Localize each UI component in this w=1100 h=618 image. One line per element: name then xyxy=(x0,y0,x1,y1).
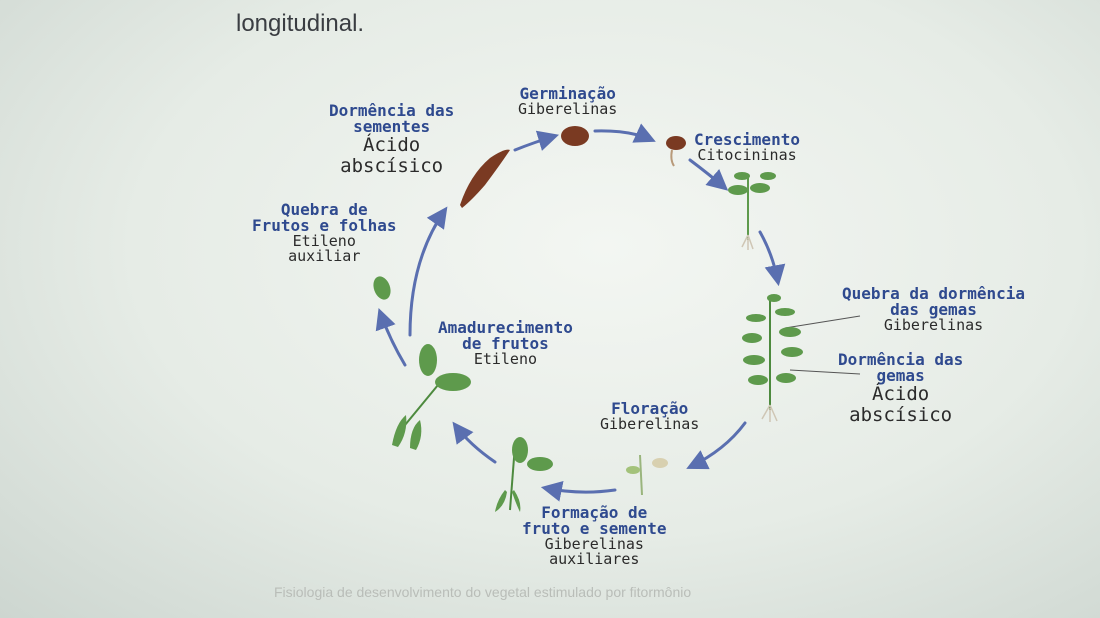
stage-dormencia-sementes-line1: Dormência das xyxy=(329,101,455,120)
stage-amadurecimento-line2: de frutos xyxy=(462,334,549,353)
label-amadurecimento: Amadurecimento de frutos Etileno xyxy=(438,320,573,367)
label-quebra-gemas: Quebra da dormência das gemas Giberelina… xyxy=(842,286,1025,333)
stage-quebra-gemas-line1: Quebra da dormência xyxy=(842,284,1026,303)
hormone-formacao-line2: auxiliares xyxy=(549,550,640,568)
arrow-growth-to-seedling xyxy=(688,158,729,191)
leaf-icon xyxy=(373,276,391,300)
hormone-formacao-line1: Giberelinas xyxy=(544,535,644,553)
figure-caption: Fisiologia de desenvolvimento do vegetal… xyxy=(274,584,692,600)
hormone-floracao: Giberelinas xyxy=(600,415,700,433)
stage-dormencia-gemas-line2: gemas xyxy=(876,366,925,385)
pointer-line-dormencia-gemas xyxy=(789,369,861,375)
arrow-dormancy-to-flowering xyxy=(686,421,747,470)
seedling-icon xyxy=(728,172,776,250)
hormone-dormencia-gemas-line2: abscísico xyxy=(849,403,953,426)
hormone-dormencia-sementes-line2: abscísico xyxy=(340,154,444,177)
stage-quebra-gemas-line2: das gemas xyxy=(890,300,977,319)
stage-floracao: Floração xyxy=(611,399,689,418)
stage-dormencia-sementes-line2: sementes xyxy=(353,117,431,136)
stage-quebra-frutos-line2: Frutos e folhas xyxy=(252,216,397,235)
hormone-crescimento: Citocininas xyxy=(697,146,797,164)
pointer-line-quebra-gemas xyxy=(784,315,861,329)
hormone-quebra-gemas: Giberelinas xyxy=(883,316,984,334)
arrow-fruit-to-ripening xyxy=(452,421,497,464)
arrow-germination-to-growth xyxy=(593,123,656,143)
pod-icon xyxy=(460,149,510,208)
hormone-amadurecimento: Etileno xyxy=(473,350,538,368)
stage-dormencia-gemas-line1: Dormência das xyxy=(838,350,964,369)
arrow-flowering-to-fruit xyxy=(540,480,617,502)
hormone-dormencia-sementes-line1: Ácido xyxy=(363,134,421,156)
stage-germinacao: Germinação xyxy=(519,84,616,103)
label-formacao: Formação de fruto e semente Giberelinas … xyxy=(522,505,667,567)
germinating-seed-icon xyxy=(666,136,686,167)
label-crescimento: Crescimento Citocininas xyxy=(694,132,800,163)
mature-plant-icon xyxy=(742,294,803,422)
stage-amadurecimento-line1: Amadurecimento xyxy=(438,318,573,337)
arrow-seedling-to-plant xyxy=(758,230,786,287)
stage-crescimento: Crescimento xyxy=(694,130,800,149)
stage-formacao-line1: Formação de xyxy=(541,503,648,522)
flowering-plant-icon xyxy=(626,454,668,496)
arrow-ripening-to-leaves xyxy=(375,308,407,367)
hormone-quebra-frutos-line2: auxiliar xyxy=(288,247,361,265)
label-quebra-frutos: Quebra de Frutos e folhas Etileno auxili… xyxy=(252,202,397,264)
ripening-plant-icon xyxy=(392,344,471,450)
stage-quebra-frutos-line1: Quebra de xyxy=(280,200,368,219)
hormone-quebra-frutos-line1: Etileno xyxy=(292,232,356,250)
seed-icon xyxy=(561,126,589,146)
hormone-germinacao: Giberelinas xyxy=(518,100,618,118)
label-dormencia-gemas: Dormência das gemas Ácido abscísico xyxy=(838,352,963,426)
arrow-seed-to-germination xyxy=(513,130,560,152)
fruiting-plant-icon xyxy=(495,437,553,512)
label-dormencia-sementes: Dormência das sementes Ácido abscísico xyxy=(329,103,454,177)
arrow-leaves-to-dormant-seed xyxy=(408,206,448,337)
hormone-dormencia-gemas-line1: Ácido xyxy=(872,383,930,405)
top-text: longitudinal. xyxy=(236,10,365,37)
label-floracao: Floração Giberelinas xyxy=(600,401,699,432)
label-germinacao: Germinação Giberelinas xyxy=(518,86,617,117)
stage-formacao-line2: fruto e semente xyxy=(522,519,667,538)
